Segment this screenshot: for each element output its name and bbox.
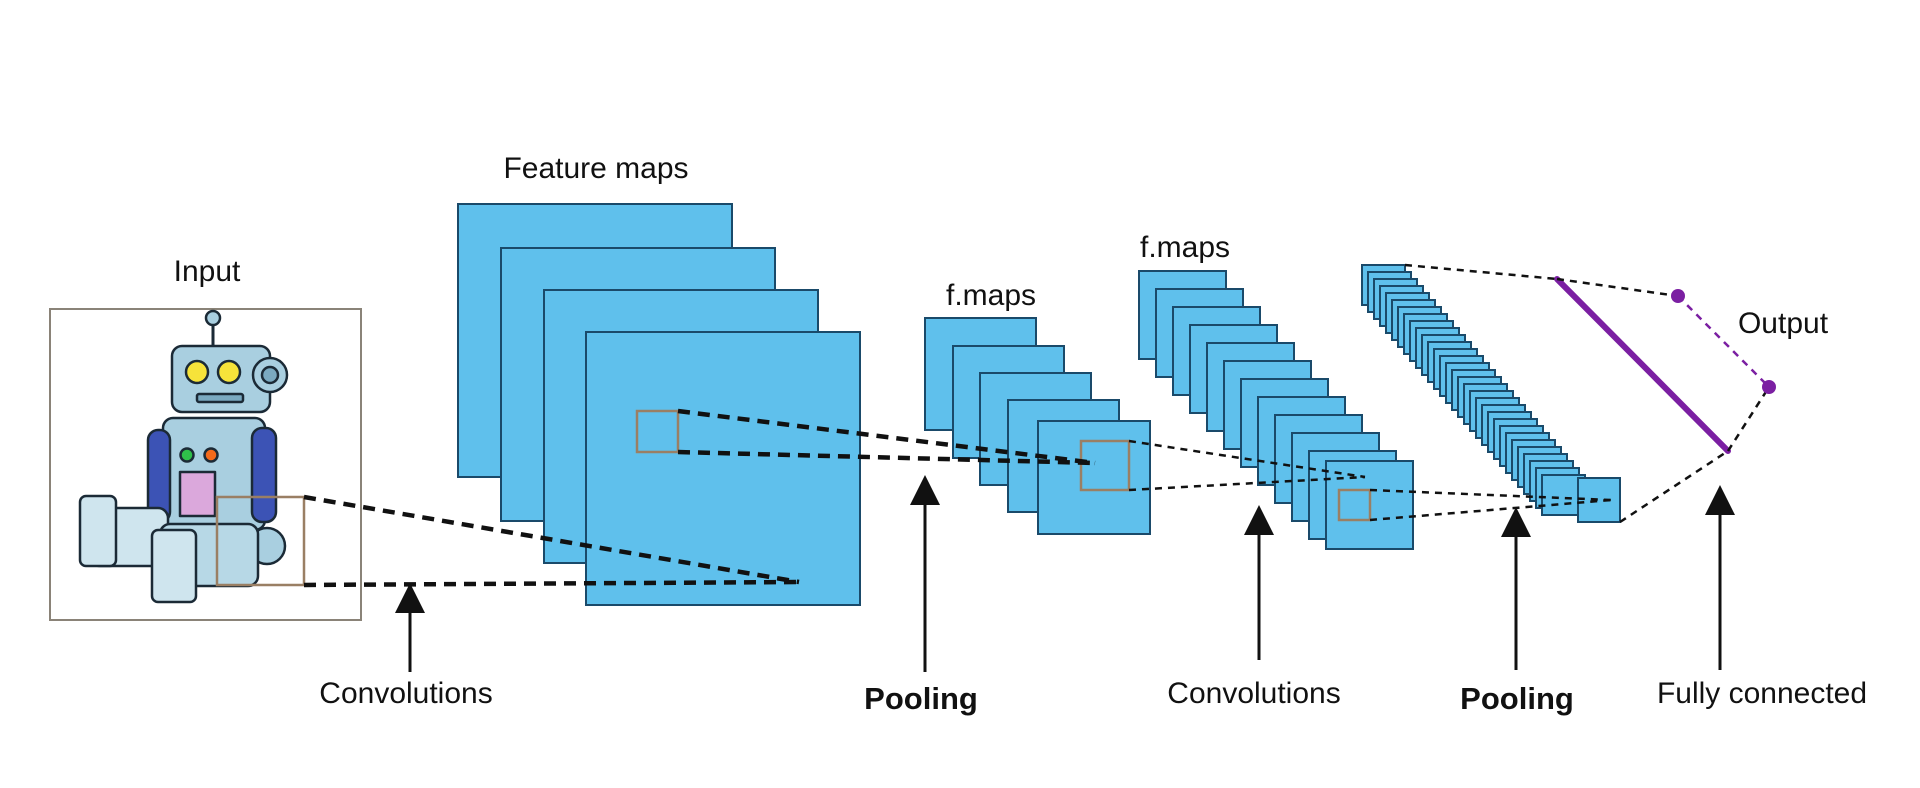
pool1-connections xyxy=(677,408,1096,466)
pooled-map xyxy=(1037,420,1151,535)
conv-map-window xyxy=(1337,488,1372,522)
stage-label-pooling-2: Pooling xyxy=(1460,681,1574,716)
output-neuron xyxy=(1762,380,1776,394)
conv-map xyxy=(1325,460,1414,550)
pooled-map-window xyxy=(1079,439,1131,492)
fmaps-label-1: f.maps xyxy=(946,279,1036,312)
feature-maps-label: Feature maps xyxy=(503,152,688,185)
fmaps-stack-2 xyxy=(1138,270,1414,550)
stage-label-fully-connected: Fully connected xyxy=(1657,677,1867,710)
input-label: Input xyxy=(174,255,241,288)
robot-icon xyxy=(78,309,289,604)
feature-map xyxy=(585,331,861,606)
input-image xyxy=(49,308,362,621)
stage-label-convolutions-1: Convolutions xyxy=(319,677,492,710)
output-label: Output xyxy=(1738,307,1829,340)
fmaps-stack-1 xyxy=(924,317,1151,535)
output-neuron xyxy=(1671,289,1685,303)
pooled-slice xyxy=(1577,477,1621,523)
pooled-stack-2 xyxy=(1361,264,1621,523)
feature-maps-stack xyxy=(457,203,861,606)
fc-connections xyxy=(1404,263,1771,524)
fc-layer-bar xyxy=(1554,276,1731,454)
conv2-connections xyxy=(1128,439,1366,492)
feature-map-window xyxy=(635,409,680,454)
stage-label-convolutions-2: Convolutions xyxy=(1167,677,1340,710)
fully-connected xyxy=(1404,263,1776,524)
conv1-connections xyxy=(303,494,800,588)
output-link xyxy=(1677,295,1770,388)
stage-label-pooling-1: Pooling xyxy=(864,681,978,716)
fmaps-label-2: f.maps xyxy=(1140,231,1230,264)
pool2-connections xyxy=(1369,488,1612,522)
stage-arrows xyxy=(395,475,1735,672)
input-receptive-field xyxy=(215,495,306,587)
